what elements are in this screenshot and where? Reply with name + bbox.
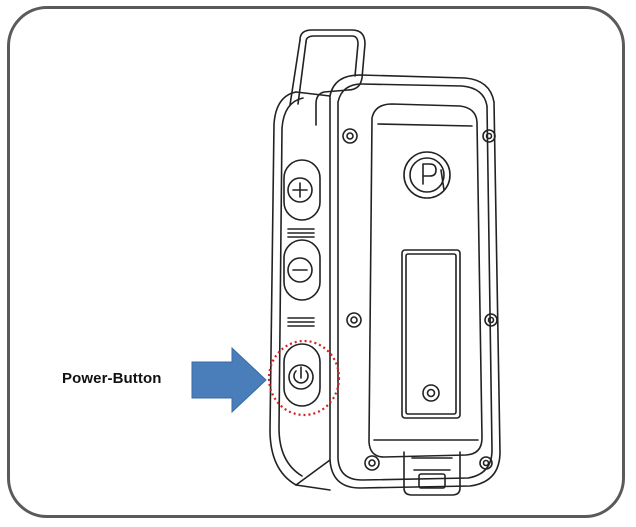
housing-screws bbox=[342, 128, 498, 471]
diagram-frame bbox=[7, 6, 625, 518]
belt-clip bbox=[289, 29, 366, 126]
side-button-volume-up bbox=[283, 159, 321, 221]
side-button-power bbox=[283, 343, 321, 407]
side-rail bbox=[269, 91, 331, 491]
power-button-highlight bbox=[267, 339, 341, 417]
display-window bbox=[401, 249, 461, 419]
side-button-separators bbox=[287, 228, 315, 327]
callout-arrow bbox=[191, 346, 267, 414]
side-button-volume-down bbox=[283, 239, 321, 301]
power-button-label: Power-Button bbox=[62, 370, 162, 387]
ptt-button bbox=[403, 151, 451, 199]
bottom-connector bbox=[403, 451, 461, 496]
main-housing bbox=[295, 74, 501, 489]
